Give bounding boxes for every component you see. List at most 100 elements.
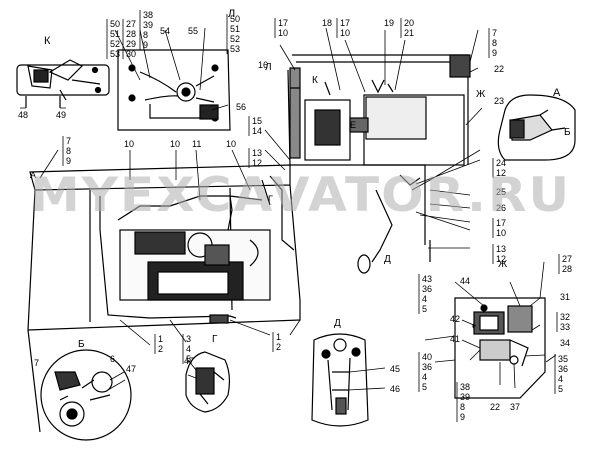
callout-stack-number: 1 xyxy=(276,332,281,342)
callout-47-b: 47 xyxy=(126,364,136,374)
callout-stack-number: 43 xyxy=(422,274,432,284)
callout-stack-number: 7 xyxy=(492,28,497,38)
view-label-l-frame: Л xyxy=(265,62,272,73)
callout-stack-number: 3 xyxy=(186,334,191,344)
callout-stack-number: 2 xyxy=(158,344,163,354)
view-label-l: Л xyxy=(228,8,235,20)
callout-stack-number: 8 xyxy=(492,38,497,48)
detail-g-box xyxy=(185,351,231,413)
callout-stack-number: 10 xyxy=(340,28,350,38)
callout-stack-number: 35 xyxy=(558,354,568,364)
callout-19: 19 xyxy=(384,18,394,28)
view-label-d: Д xyxy=(334,318,341,329)
callout-49: 49 xyxy=(56,110,66,120)
callout-stack-number: 28 xyxy=(562,264,572,274)
cab-body xyxy=(287,54,471,274)
callout-stack-number: 12 xyxy=(252,158,262,168)
callout-22-top: 22 xyxy=(494,64,504,74)
callout-stack-number: 21 xyxy=(404,28,414,38)
detail-a-cylinder xyxy=(497,94,576,161)
callout-stack-number: 17 xyxy=(340,18,350,28)
callout-stack-number: 30 xyxy=(126,49,136,59)
callout-54: 54 xyxy=(160,26,170,36)
callout-stack-number: 29 xyxy=(126,39,136,49)
callout-stack-number: 52 xyxy=(110,39,120,49)
machine-frame xyxy=(27,164,301,433)
callout-stack-number: 17 xyxy=(278,18,288,28)
callout-56: 56 xyxy=(236,102,246,112)
callout-34: 34 xyxy=(560,338,570,348)
view-label-k-frame: К xyxy=(312,75,318,86)
callout-stack-number: 9 xyxy=(66,156,71,166)
callout-stack-number: 38 xyxy=(460,382,470,392)
callout-stack-number: 12 xyxy=(496,254,506,264)
callout-stack-number: 5 xyxy=(186,354,191,364)
view-label-g: Г xyxy=(212,334,218,345)
callout-stack-number: 8 xyxy=(143,30,148,40)
view-label-a: А xyxy=(553,87,561,99)
view-label-d-frame: Д xyxy=(384,254,391,265)
callout-stack-number: 5 xyxy=(422,382,427,392)
callout-26: 26 xyxy=(496,203,506,213)
callout-16: 16 xyxy=(258,60,268,70)
callout-stack-number: 5 xyxy=(558,384,563,394)
callout-55: 55 xyxy=(188,26,198,36)
callout-stack-number: 38 xyxy=(143,10,153,20)
leader-lines xyxy=(20,27,557,391)
callout-stack-number: 39 xyxy=(460,392,470,402)
view-label-g-frame: Г xyxy=(268,194,273,204)
callout-stack-number: 50 xyxy=(230,14,240,24)
callout-stack-number: 8 xyxy=(460,402,465,412)
callout-22-bottom: 22 xyxy=(490,402,500,412)
callout-25: 25 xyxy=(496,187,506,197)
callout-stack-number: 27 xyxy=(562,254,572,264)
callout-6: 6 xyxy=(110,354,115,364)
view-label-zh: Ж xyxy=(498,259,508,270)
callout-18: 18 xyxy=(322,18,332,28)
callout-stack-number: 52 xyxy=(230,34,240,44)
callout-stack-number: 15 xyxy=(252,116,262,126)
callout-stack-number: 7 xyxy=(66,136,71,146)
detail-l-panel xyxy=(117,49,231,131)
callout-11: 11 xyxy=(192,139,201,149)
callout-stack-number: 36 xyxy=(422,284,432,294)
callout-41: 41 xyxy=(450,334,460,344)
callout-stack-number: 32 xyxy=(560,312,570,322)
callout-46: 46 xyxy=(390,384,400,394)
callout-48: 48 xyxy=(18,110,28,120)
callout-stack-number: 50 xyxy=(110,19,120,29)
callout-23: 23 xyxy=(494,96,504,106)
callout-stack-number: 5 xyxy=(422,304,427,314)
view-label-k: К xyxy=(44,35,51,47)
callout-stack-number: 13 xyxy=(252,148,262,158)
callout-44: 44 xyxy=(460,276,470,286)
view-label-a-frame: А xyxy=(30,170,36,180)
callout-stack-number: 4 xyxy=(186,344,191,354)
view-label-zh-frame: Ж xyxy=(476,89,486,100)
callout-stack-number: 4 xyxy=(422,294,427,304)
callout-stack-number: 28 xyxy=(126,29,136,39)
callout-45: 45 xyxy=(390,364,400,374)
callout-7: 7 xyxy=(34,358,39,368)
callout-stack-number: 10 xyxy=(278,28,288,38)
callout-stack-number: 8 xyxy=(66,146,71,156)
callout-47-g: 47 xyxy=(184,356,194,366)
callout-stack-number: 12 xyxy=(496,168,506,178)
callout-stack-number: 24 xyxy=(496,158,506,168)
callout-10-b: 10 xyxy=(170,139,180,149)
callout-37: 37 xyxy=(510,402,520,412)
detail-zh-panel xyxy=(454,297,546,399)
callout-stack-number: 20 xyxy=(404,18,414,28)
callout-10-c: 10 xyxy=(226,139,236,149)
callout-stack-number: 36 xyxy=(422,362,432,372)
callout-stack-number: 1 xyxy=(158,334,163,344)
callout-31: 31 xyxy=(560,292,570,302)
callout-stack-number: 27 xyxy=(126,19,136,29)
callout-stack-number: 53 xyxy=(230,44,240,54)
callout-stack-number: 9 xyxy=(143,40,148,50)
detail-d-plate xyxy=(311,333,369,427)
callout-stack-number: 33 xyxy=(560,322,570,332)
callout-stack-number: 36 xyxy=(558,364,568,374)
